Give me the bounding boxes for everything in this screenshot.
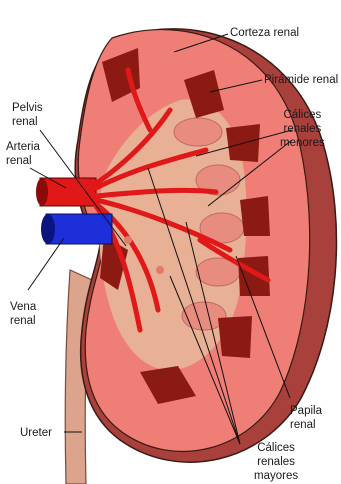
artery-opening — [36, 178, 48, 206]
label-calices-menores: Cálices renales menores — [280, 108, 325, 150]
label-arteria-renal: Arteria renal — [6, 140, 40, 168]
pyramid-6 — [218, 316, 252, 358]
pyramid-4 — [240, 196, 270, 236]
label-calices-mayores: Cálices renales mayores — [254, 441, 298, 483]
nodule-2 — [156, 266, 164, 274]
label-corteza-renal: Corteza renal — [230, 26, 299, 40]
vein-opening — [41, 214, 55, 244]
calyx-1 — [174, 118, 222, 146]
renal-vein — [46, 214, 112, 244]
label-papila-renal: Papila renal — [290, 404, 322, 432]
label-ureter: Ureter — [20, 426, 52, 440]
renal-artery — [40, 178, 96, 206]
label-piramide-renal: Pirámide renal — [264, 73, 338, 87]
label-pelvis-renal: Pelvis renal — [12, 101, 43, 129]
label-vena-renal: Vena renal — [10, 300, 36, 328]
nodule-1 — [124, 236, 132, 244]
